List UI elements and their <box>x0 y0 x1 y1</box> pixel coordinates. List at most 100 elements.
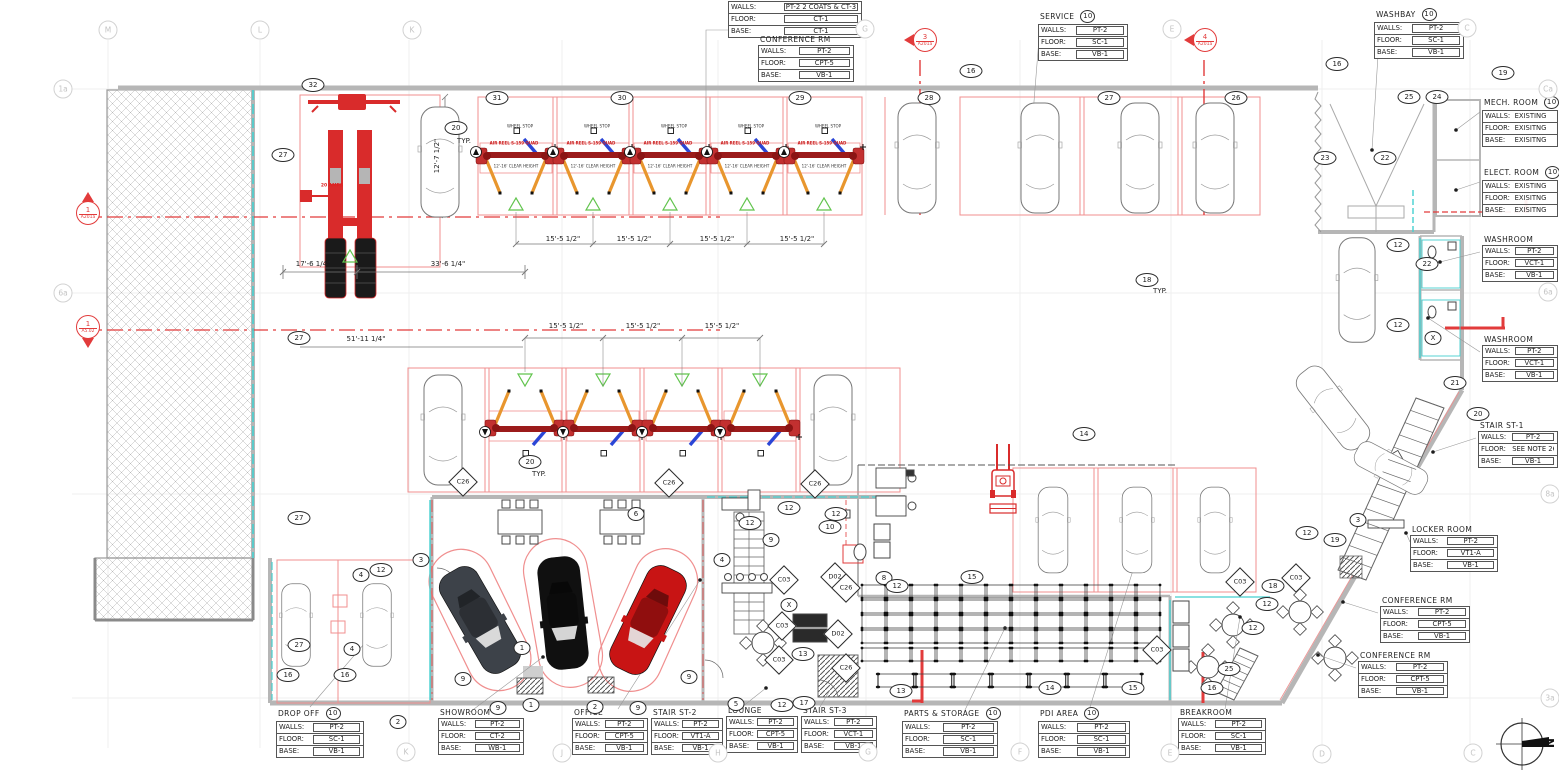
storage-rack <box>1060 646 1087 663</box>
wall-tag: 27 <box>1097 91 1121 105</box>
grid-bubble: M <box>98 20 118 40</box>
green-triangles <box>341 196 833 388</box>
room-row-label: FLOOR: <box>1481 444 1506 453</box>
wall-tag: 13 <box>791 647 815 661</box>
north-label: N <box>1542 737 1557 749</box>
stair-tread <box>1365 508 1394 519</box>
room-row-value: VCT-1 <box>1514 358 1554 368</box>
wall-tag: 16 <box>276 668 300 682</box>
washbay-trench <box>1329 103 1425 232</box>
room-row: WALLS:PT-2 <box>1479 432 1557 444</box>
storage-rack <box>1085 613 1112 630</box>
room-name: BREAKROOM <box>1180 708 1233 717</box>
stair-tread <box>1399 434 1428 446</box>
storage-rack <box>960 598 987 615</box>
room-row: WALLS:PT-2 <box>439 719 523 731</box>
room-row: FLOOR:VT1-A <box>1411 548 1497 560</box>
room-row-value: VB-1 <box>1076 50 1124 59</box>
wall-tag: 24 <box>1425 90 1449 104</box>
room-row: BASE:EXISITNG <box>1483 135 1557 146</box>
storage-rack <box>860 598 887 615</box>
grid-bubble: J <box>552 743 572 763</box>
air-reel-label: AIR REEL S-159 QUAD <box>489 140 539 146</box>
dimension-text: 15'-5 1/2" <box>545 235 581 243</box>
room-row-value: VCT-1 <box>1514 258 1554 268</box>
clear-height-label: 12'-16' CLEAR HEIGHT <box>570 163 616 169</box>
room-tag-bubble: 10 <box>985 707 1001 720</box>
room-row-label: FLOOR: <box>1383 619 1408 628</box>
room-row-value: CPT-5 <box>757 729 794 739</box>
grid-bubble: G <box>855 19 875 39</box>
room-row-value: PT-2 <box>757 717 794 727</box>
room-row-value: SC-1 <box>313 735 360 744</box>
room-row: FLOOR:CT-1 <box>729 14 861 26</box>
room-row: BASE:VB-1 <box>727 741 797 752</box>
lift-instance <box>712 387 804 458</box>
wall-tag: 12 <box>369 563 393 577</box>
wall-tag: 20 <box>518 455 542 469</box>
room-row: FLOOR:EXISITNG <box>1483 123 1557 135</box>
annotation-text: TYP. <box>457 137 471 145</box>
grid-bubble: G <box>858 742 878 762</box>
section-marker-sheet: A201a <box>1196 40 1214 47</box>
section-marker-arrow <box>1184 34 1194 46</box>
room-row: WALLS:PT-2 <box>573 719 647 731</box>
room-name: SHOWROOM <box>440 708 491 717</box>
wall-tag: 15 <box>960 570 984 584</box>
room-title: OFFICE <box>574 709 648 717</box>
wall-tag: 31 <box>485 91 509 105</box>
wall-tag: 10 <box>818 520 842 534</box>
annotation-text: TYP. <box>532 470 546 478</box>
grid-bubble: Ca <box>1538 79 1558 99</box>
wall-tag: X <box>780 598 798 612</box>
stair-tread <box>1388 459 1417 470</box>
lift-instance <box>468 126 560 197</box>
room-row-label: BASE: <box>1485 136 1506 145</box>
room-row-value: CPT-5 <box>798 58 850 68</box>
storage-rack <box>960 646 987 663</box>
room-row: BASE:VB-1 <box>1359 686 1447 697</box>
room-row-value: CT-1 <box>783 14 858 24</box>
room-row-label: FLOOR: <box>761 58 786 67</box>
room-tag-bubble: 10 <box>1080 10 1096 23</box>
room-title: WASHROOM <box>1484 336 1558 344</box>
wall-tag: 13 <box>889 684 913 698</box>
room-name: CONFERENCE RM <box>1360 651 1431 660</box>
room-tag-bubble: 10 <box>1421 8 1437 21</box>
grid-bubble: 6a <box>1538 282 1558 302</box>
room-row: BASE:VB-1 <box>1179 743 1265 754</box>
cyan-walls <box>252 90 1461 700</box>
room-row-label: FLOOR: <box>441 731 466 740</box>
room-row-value: VB-1 <box>1514 370 1554 380</box>
storage-rack <box>935 613 962 630</box>
room-row-label: WALLS: <box>761 46 787 55</box>
wall-tag: 27 <box>287 511 311 525</box>
stair-tread <box>1393 446 1422 458</box>
room-row-label: WALLS: <box>1485 346 1511 355</box>
room-row-label: BASE: <box>1485 206 1506 215</box>
room-row-label: FLOOR: <box>654 731 679 740</box>
air-reel-label: AIR REEL S-159 QUAD <box>643 140 693 146</box>
room-row-label: WALLS: <box>1041 723 1067 732</box>
wall-tag: 4 <box>352 568 370 582</box>
stair-tread <box>1337 569 1367 581</box>
wall-tag: 2 <box>586 700 604 714</box>
room-row: BASE:EXISITNG <box>1483 205 1557 216</box>
wall-tag: 23 <box>1313 151 1337 165</box>
